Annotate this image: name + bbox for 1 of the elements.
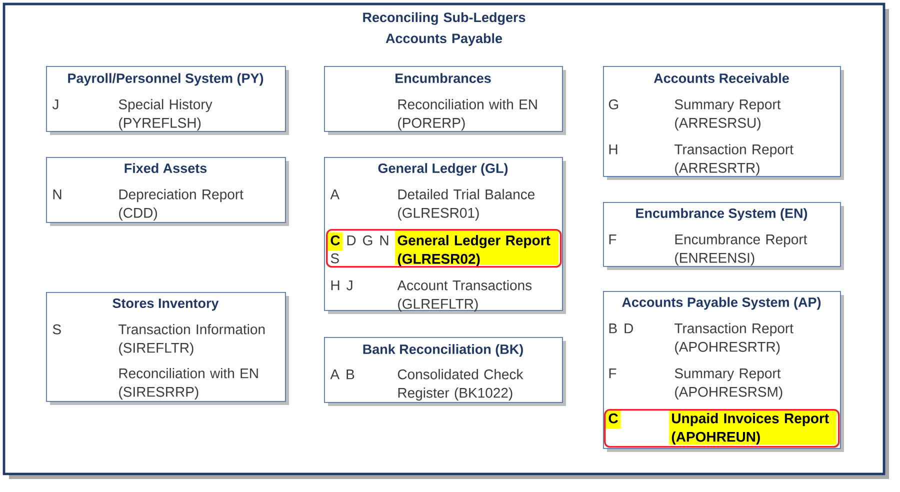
diagram-title: Reconciling Sub-Ledgers Accounts Payable bbox=[363, 12, 526, 46]
